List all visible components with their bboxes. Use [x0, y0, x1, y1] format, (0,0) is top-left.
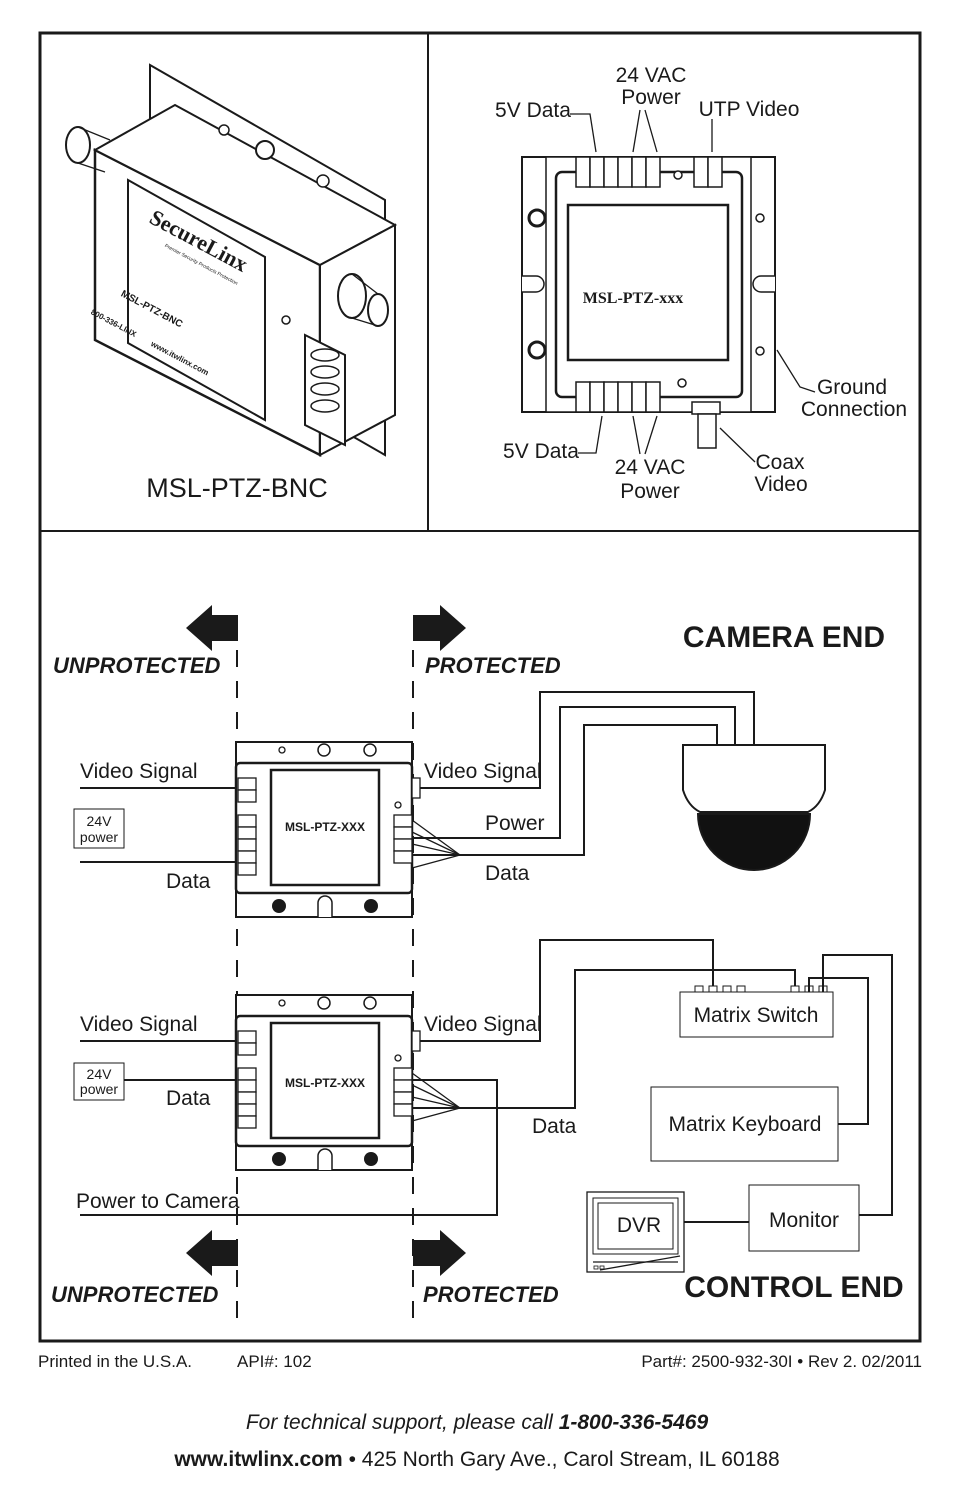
camera-power-right: Power [485, 812, 545, 835]
control-power-label: power [80, 1081, 118, 1097]
control-end-title: CONTROL END [684, 1271, 903, 1304]
monitor-wire [822, 954, 893, 1216]
camera-data-wire [412, 724, 718, 856]
label-ground-line1: Ground [817, 376, 887, 399]
unprotected-arrow-bottom [186, 1230, 238, 1276]
protected-arrow-top [413, 605, 466, 651]
control-24v-label: 24V [87, 1066, 113, 1082]
matrix-keyboard-label: Matrix Keyboard [669, 1113, 822, 1136]
top-view-unit-label: MSL-PTZ-xxx [583, 290, 683, 307]
footer-part-rev: Part#: 2500-932-30I • Rev 2. 02/2011 [641, 1352, 922, 1371]
camera-data-left: Data [166, 870, 211, 893]
control-end-unit [234, 994, 421, 1171]
control-data-fanout [411, 1072, 461, 1122]
camera-24v-label: 24V [87, 813, 113, 829]
label-utp-video: UTP Video [699, 98, 800, 121]
protected-arrow-bottom [413, 1230, 466, 1276]
camera-end-unit [234, 741, 421, 918]
label-24vac-bottom-line2: Power [620, 480, 680, 503]
footer-support: For technical support, please call 1-800… [246, 1411, 709, 1434]
control-24v-power-box [73, 1062, 125, 1101]
control-unit-label: MSL-PTZ-XXX [285, 1076, 365, 1090]
label-24vac-top-line2: Power [621, 86, 681, 109]
dvr-label: DVR [617, 1214, 661, 1237]
matrix-switch-label: Matrix Switch [694, 1004, 819, 1027]
footer-address-line: www.itwlinx.com • 425 North Gary Ave., C… [173, 1448, 779, 1471]
dvr-icon [586, 1191, 685, 1273]
matrix-keyboard-box [650, 1086, 839, 1162]
control-data-wire [412, 969, 796, 1109]
camera-unit-label: MSL-PTZ-XXX [285, 820, 365, 834]
monitor-box [748, 1184, 860, 1252]
control-video-wire [420, 939, 714, 1042]
power-to-camera-wire [80, 1079, 498, 1216]
label-coax-line1: Coax [755, 451, 805, 474]
camera-video-signal-right: Video Signal [424, 760, 542, 783]
label-24vac-top-line1: 24 VAC [616, 64, 687, 87]
unprotected-label-bottom: UNPROTECTED [51, 1282, 219, 1307]
product-illustration [65, 63, 398, 458]
camera-end-title: CAMERA END [683, 621, 885, 654]
power-to-camera-label: Power to Camera [76, 1190, 240, 1213]
label-5v-data-top: 5V Data [495, 99, 571, 122]
protected-label-top: PROTECTED [425, 653, 561, 678]
footer-api: API#: 102 [237, 1352, 312, 1371]
unprotected-label-top: UNPROTECTED [53, 653, 221, 678]
control-data-left: Data [166, 1087, 211, 1110]
monitor-label: Monitor [769, 1209, 839, 1232]
keyboard-wire [808, 977, 869, 1125]
camera-data-fanout [411, 819, 461, 869]
camera-24v-power-box [73, 808, 125, 849]
dome-camera-icon [682, 744, 826, 871]
outer-frame [38, 31, 922, 1343]
footer-printed: Printed in the U.S.A. [38, 1352, 192, 1371]
control-data-right: Data [532, 1115, 577, 1138]
label-5v-data-bottom: 5V Data [503, 440, 579, 463]
control-video-signal-right: Video Signal [424, 1013, 542, 1036]
label-coax-line2: Video [754, 473, 807, 496]
protected-label-bottom: PROTECTED [423, 1282, 559, 1307]
unprotected-arrow-top [186, 605, 238, 651]
top-view-unit [521, 109, 816, 463]
control-video-signal-left: Video Signal [80, 1013, 198, 1036]
camera-video-signal-left: Video Signal [80, 760, 198, 783]
camera-power-wire [412, 706, 736, 839]
product-caption: MSL-PTZ-BNC [146, 473, 328, 503]
camera-power-label: power [80, 829, 118, 845]
camera-data-right: Data [485, 862, 530, 885]
camera-video-wire [420, 691, 755, 789]
label-24vac-bottom-line1: 24 VAC [615, 456, 686, 479]
label-ground-line2: Connection [801, 398, 907, 421]
